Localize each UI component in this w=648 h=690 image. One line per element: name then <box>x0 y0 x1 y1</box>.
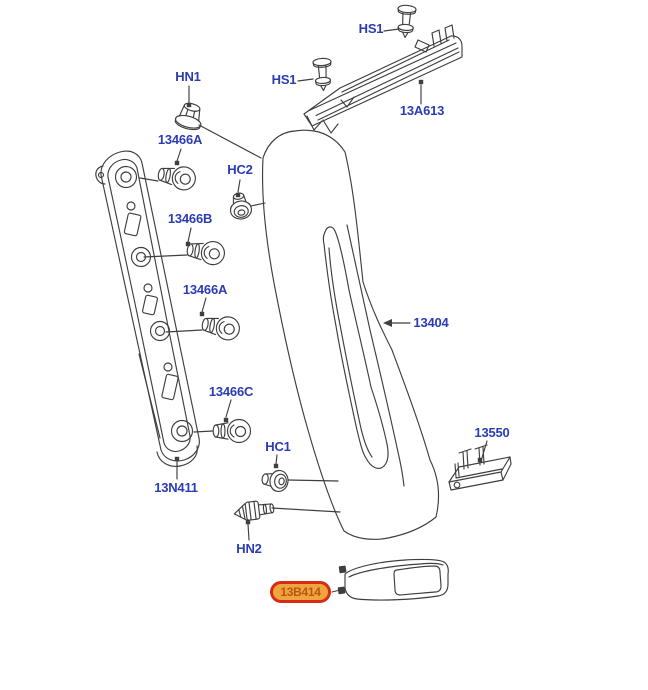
nut-hn1-drawing <box>174 102 202 131</box>
leader-lines <box>139 28 488 593</box>
part-label-13404: 13404 <box>413 315 449 330</box>
grommet-hc2-drawing <box>227 190 254 222</box>
bulb-13466a-lower-drawing <box>199 312 242 343</box>
bulb-13466a-top-drawing <box>155 162 198 193</box>
screw-hs1-top-drawing <box>395 4 417 39</box>
part-label-hc1: HC1 <box>265 439 291 454</box>
screw-hs1-left-drawing <box>312 57 334 92</box>
bulb-13466b-drawing <box>185 237 227 267</box>
part-label-13466a-lower: 13466A <box>182 282 228 297</box>
tail-lamp-housing-drawing <box>95 150 200 467</box>
tail-lamp-lens-drawing <box>261 129 440 540</box>
grommet-hc1-drawing <box>260 467 290 494</box>
license-lamp-drawing <box>448 444 512 491</box>
part-label-hc2: HC2 <box>227 162 253 177</box>
marker-lamp-drawing <box>337 558 449 601</box>
bulb-13466c-drawing <box>212 418 252 444</box>
part-label-13550: 13550 <box>474 425 510 440</box>
part-label-hn1: HN1 <box>175 69 201 84</box>
part-label-13466b: 13466B <box>167 211 213 226</box>
part-label-hs1-left: HS1 <box>271 72 297 87</box>
part-label-13n411: 13N411 <box>154 480 198 495</box>
part-label-hn2: HN2 <box>236 541 262 556</box>
stud-hn2-drawing <box>233 500 275 521</box>
part-label-13466a-top: 13466A <box>157 132 203 147</box>
part-label-13b414-highlighted: 13B414 <box>270 581 331 603</box>
trim-panel-drawing <box>303 24 463 134</box>
part-label-hs1-top: HS1 <box>358 21 384 36</box>
part-label-13466c: 13466C <box>208 384 254 399</box>
part-label-13a613: 13A613 <box>399 103 445 118</box>
